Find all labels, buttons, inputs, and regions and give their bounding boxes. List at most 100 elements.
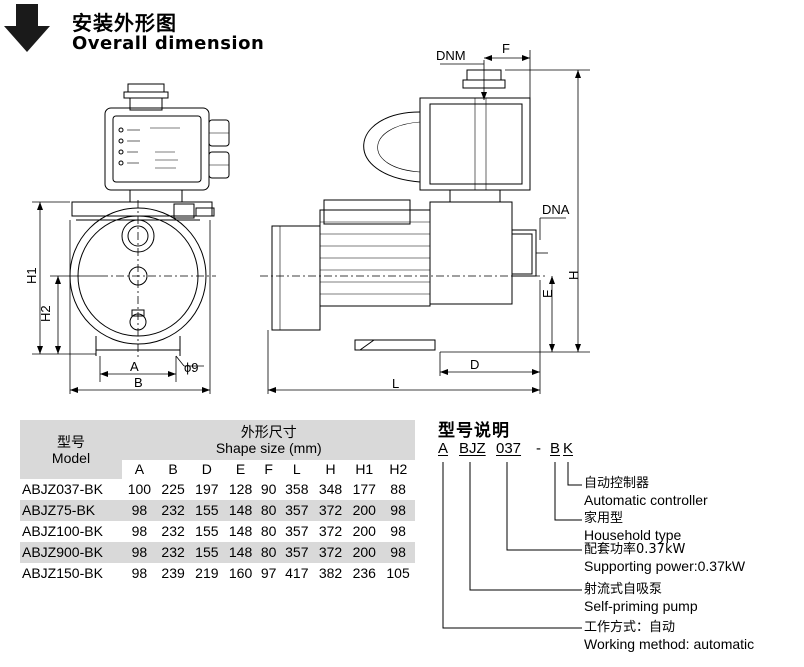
front-view-dimensions: [32, 200, 216, 394]
dimension-cell: 98: [122, 500, 157, 521]
dimension-cell: 80: [257, 542, 280, 563]
dimension-cell: 197: [189, 479, 224, 500]
code-b: B: [550, 440, 561, 457]
legend-en: Supporting power:0.37kW: [584, 558, 746, 574]
dimension-cell: 100: [122, 479, 157, 500]
column-header-h: H: [313, 460, 348, 479]
label-d: D: [470, 357, 479, 372]
model-cell: ABJZ150-BK: [20, 563, 123, 584]
dimension-cell: 417: [279, 563, 314, 584]
dimension-cell: 357: [279, 500, 314, 521]
dimension-cell: 225: [156, 479, 190, 500]
dimension-cell: 98: [381, 500, 415, 521]
label-b: B: [134, 375, 143, 390]
section-title-cn: 安装外形图: [72, 11, 177, 35]
dimension-cell: 219: [189, 563, 224, 584]
model-header-cn: 型号: [57, 433, 85, 450]
model-cell: ABJZ037-BK: [20, 479, 123, 500]
pump-dimension-drawing: DNM F DNA H E D L H1 H2 A B ϕ9: [24, 41, 590, 394]
shape-size-header: 外形尺寸 Shape size (mm): [122, 420, 415, 460]
dimension-cell: 160: [223, 563, 258, 584]
code-dash: -: [536, 440, 541, 457]
code-k: K: [563, 440, 574, 457]
model-cell: ABJZ100-BK: [20, 521, 123, 542]
section-title-en: Overall dimension: [72, 33, 265, 54]
dimension-cell: 382: [313, 563, 348, 584]
label-e: E: [540, 289, 555, 298]
side-view-dimensions: [260, 50, 590, 394]
legend-cn: 配套功率0.37kW: [584, 542, 686, 557]
legend-cn: 工作方式：自动: [584, 620, 676, 635]
legend-en: Automatic controller: [584, 492, 708, 508]
label-f: F: [502, 41, 510, 56]
dimension-cell: 98: [122, 563, 157, 584]
dimension-cell: 98: [381, 542, 415, 563]
label-phi9: ϕ9: [184, 360, 199, 375]
legend-item-controller: 自动控制器 Automatic controller: [584, 476, 708, 508]
dimension-cell: 105: [381, 563, 415, 584]
code-num: 037: [496, 440, 522, 457]
dimension-cell: 90: [257, 479, 280, 500]
label-a: A: [130, 359, 139, 374]
dimension-cell: 98: [122, 521, 157, 542]
dimension-cell: 80: [257, 521, 280, 542]
side-view: [271, 69, 537, 351]
dimension-cell: 232: [156, 500, 190, 521]
column-header-e: E: [223, 460, 258, 479]
shape-header-cn: 外形尺寸: [240, 424, 297, 440]
legend-cn: 家用型: [584, 511, 624, 526]
column-header-f: F: [256, 460, 280, 479]
legend-cn: 自动控制器: [584, 476, 650, 491]
dimension-cell: 239: [156, 563, 190, 584]
label-dna: DNA: [542, 202, 570, 217]
down-arrow-icon: [4, 4, 50, 52]
code-bjz: BJZ: [459, 440, 486, 457]
dimension-cell: 88: [381, 479, 415, 500]
dimension-cell: 155: [189, 542, 224, 563]
legend-en: Working method: automatic: [584, 636, 755, 652]
dimension-cell: 200: [347, 521, 382, 542]
model-cell: ABJZ900-BK: [20, 542, 123, 563]
dimension-cell: 155: [189, 500, 224, 521]
legend-cn: 射流式自吸泵: [584, 582, 663, 597]
dimension-cell: 155: [189, 521, 224, 542]
dimension-cell: 232: [156, 521, 190, 542]
dimension-cell: 357: [279, 521, 314, 542]
dimension-cell: 232: [156, 542, 190, 563]
column-header-d: D: [189, 460, 224, 479]
legend-en: Self-priming pump: [584, 598, 698, 614]
column-header-h2: H2: [380, 460, 415, 479]
legend-item-household: 家用型 Household type: [584, 511, 681, 543]
model-code-title: 型号说明: [438, 421, 510, 441]
dimension-cell: 148: [223, 521, 258, 542]
model-header: 型号 Model: [20, 420, 123, 479]
legend-en: Household type: [584, 527, 682, 543]
dimension-cell: 148: [223, 542, 258, 563]
dimension-cell: 200: [347, 500, 382, 521]
legend-item-pump: 射流式自吸泵 Self-priming pump: [584, 582, 698, 614]
column-header-a: A: [122, 460, 157, 479]
label-l: L: [392, 376, 399, 391]
dimension-cell: 348: [313, 479, 348, 500]
label-dnm: DNM: [436, 48, 466, 63]
column-header-l: L: [279, 460, 314, 479]
dimension-cell: 177: [347, 479, 382, 500]
dimension-cell: 80: [257, 500, 280, 521]
dimension-cell: 357: [279, 542, 314, 563]
dimension-cell: 372: [313, 521, 348, 542]
dimension-cell: 372: [313, 500, 348, 521]
dimension-cell: 200: [347, 542, 382, 563]
dimension-cell: 98: [381, 521, 415, 542]
model-header-en: Model: [51, 449, 91, 466]
label-h2: H2: [38, 305, 53, 322]
dimension-cell: 97: [257, 563, 280, 584]
label-h: H: [566, 271, 581, 280]
dimension-cell: 358: [279, 479, 314, 500]
